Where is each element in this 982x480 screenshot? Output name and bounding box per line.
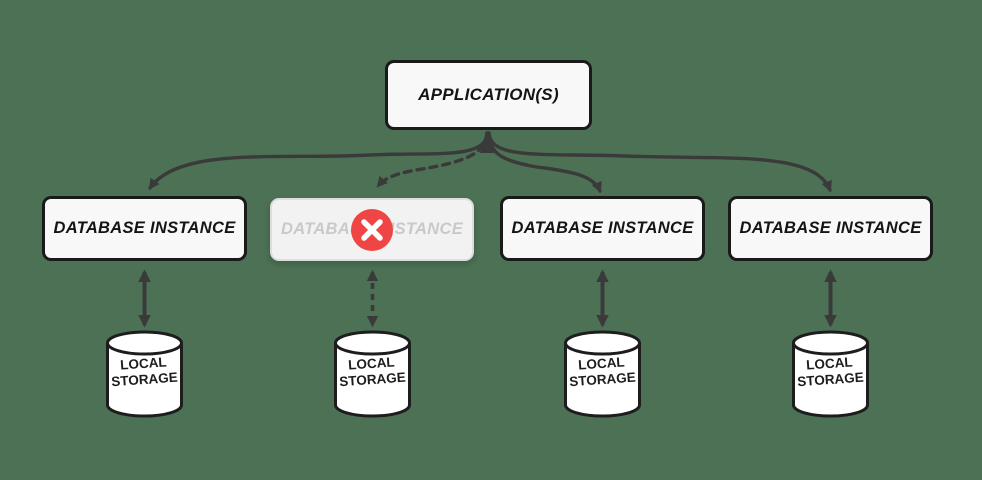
database-instance-label: DATABASE INSTANCE (739, 219, 922, 237)
storage-cylinder-2 (334, 330, 411, 418)
database-instance-label: DATABASE INSTANCE (511, 219, 694, 237)
database-instance-box-4: DATABASE INSTANCE (728, 196, 933, 261)
app-to-instance-1-arrow (148, 131, 489, 190)
database-instance-box-2-failed: DATABASE INSTANCE (270, 198, 474, 261)
storage-cylinder-1 (106, 330, 183, 418)
x-circle-icon (351, 208, 393, 251)
application-box: APPLICATION(S) (385, 60, 592, 130)
application-label: APPLICATION(S) (418, 85, 559, 104)
app-to-instance-2-arrow-dashed (376, 131, 489, 188)
app-to-instance-4-arrow (487, 131, 832, 193)
storage-cylinder-3 (564, 330, 641, 418)
app-to-instance-3-arrow (486, 131, 602, 194)
database-instance-box-3: DATABASE INSTANCE (500, 196, 705, 261)
storage-cylinder-4 (792, 330, 869, 418)
database-instance-box-1: DATABASE INSTANCE (42, 196, 247, 261)
database-instance-label: DATABASE INSTANCE (53, 219, 236, 237)
app-junction-arrowhead (480, 131, 494, 153)
